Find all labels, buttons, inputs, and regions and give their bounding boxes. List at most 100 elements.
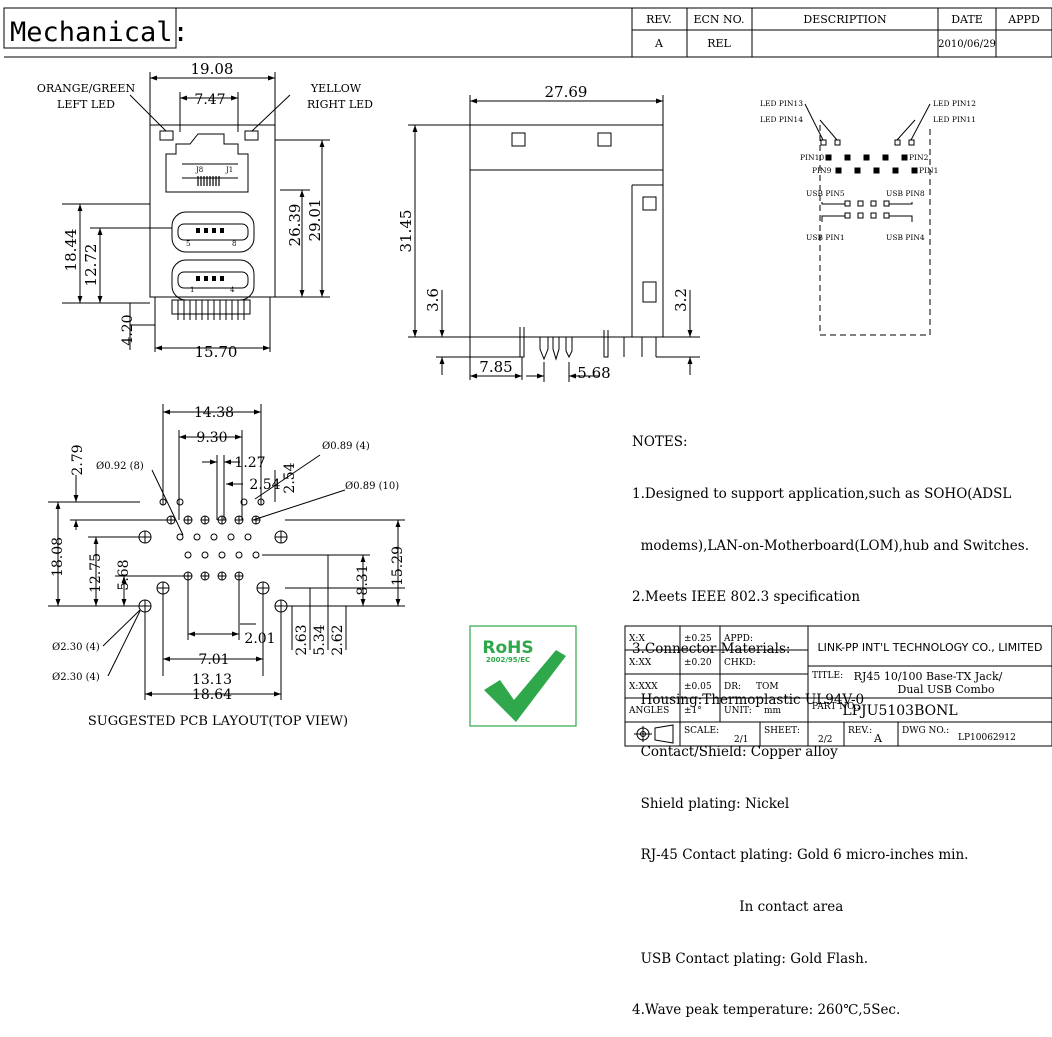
pcb-dim-15-29: 15.29 xyxy=(390,546,406,586)
pin-label-usb5: USB PIN5 xyxy=(806,189,845,198)
pin-diagram xyxy=(804,103,931,336)
pcb-dim-5-34: 5.34 xyxy=(312,624,328,655)
note-line: USB Contact plating: Gold Flash. xyxy=(632,950,869,967)
dim-5-68: 5.68 xyxy=(577,364,610,382)
pcb-dim-9-30: 9.30 xyxy=(196,430,227,446)
pcb-layout xyxy=(48,404,405,700)
pcb-dim-14-38: 14.38 xyxy=(194,405,234,421)
pcb-dim-18-64: 18.64 xyxy=(192,687,232,703)
tol-value-x: ±0.25 xyxy=(684,634,712,644)
pcb-dim-7-01: 7.01 xyxy=(198,652,229,668)
dr-value: TOM xyxy=(756,682,779,692)
company-name: LINK-PP INT'L TECHNOLOGY CO., LIMITED xyxy=(818,641,1043,654)
header: Mechanical: xyxy=(3,7,1052,58)
drawing-sheet: Mechanical: REV. ECN NO. DESCRIPTION DAT… xyxy=(3,7,1052,747)
pcb-dim-2-62: 2.62 xyxy=(330,624,346,655)
pin-label-led13: LED PIN13 xyxy=(760,99,803,108)
pin-label-led12: LED PIN12 xyxy=(933,99,976,108)
pcb-dim-1-27: 1.27 xyxy=(234,455,265,471)
rev-value: A xyxy=(654,37,664,50)
right-led-label-1: YELLOW xyxy=(310,82,362,95)
usb-pin-1: 1 xyxy=(190,286,194,294)
note-line: Contact/Shield: Copper alloy xyxy=(632,744,838,761)
pcb-dim-13-13: 13.13 xyxy=(192,672,232,688)
appd-label: APPD: xyxy=(723,634,753,644)
right-led-label-2: RIGHT LED xyxy=(307,98,373,111)
hole-label-089-4: Ø0.89 (4) xyxy=(322,441,370,452)
dr-label: DR: xyxy=(724,682,741,692)
dwg-label: DWG NO.: xyxy=(902,726,949,736)
tol-value-angles: ±1° xyxy=(684,706,702,716)
note-line: RJ-45 Contact plating: Gold 6 micro-inch… xyxy=(632,847,969,864)
note-line: 4.Wave peak temperature: 260℃,5Sec. xyxy=(632,1002,901,1019)
ecn-header: ECN NO. xyxy=(693,13,744,26)
dim-27-69: 27.69 xyxy=(545,83,588,101)
description-header: DESCRIPTION xyxy=(803,13,887,26)
title-line-1: RJ45 10/100 Base-TX Jack/ xyxy=(854,670,1003,683)
jack-label-j1: J1 xyxy=(225,166,233,174)
dim-4-20: 4.20 xyxy=(120,314,136,345)
dim-26-39: 26.39 xyxy=(286,204,304,247)
notes: NOTES: 1.Designed to support application… xyxy=(632,400,1052,1037)
jack-label-j8: J8 xyxy=(195,166,203,174)
usb-pin-8: 8 xyxy=(232,240,236,248)
note-line: modems),LAN-on-Motherboard(LOM),hub and … xyxy=(632,537,1030,554)
pcb-dim-8-31: 8.31 xyxy=(355,564,371,595)
pcb-dim-2-54a: 2.54 xyxy=(249,477,280,493)
pcb-dim-2-63: 2.63 xyxy=(294,624,310,655)
rev-value-tb: A xyxy=(873,732,883,745)
date-value: 2010/06/29 xyxy=(938,39,996,50)
partno-value: LPJU5103BONL xyxy=(842,703,957,719)
hole-label-092-8: Ø0.92 (8) xyxy=(96,461,144,472)
left-led-label-1: ORANGE/GREEN xyxy=(37,82,136,95)
ecn-value: REL xyxy=(707,37,731,50)
pin-label-led14: LED PIN14 xyxy=(760,115,803,124)
title-block xyxy=(624,625,1052,747)
pin-label-pin2: PIN2 xyxy=(909,153,929,162)
checkmark-icon xyxy=(484,650,566,722)
pcb-dim-2-54b: 2.54 xyxy=(282,462,298,493)
tol-label-x: X:X xyxy=(629,634,645,644)
rohs-logo: RoHS 2002/95/EC xyxy=(469,625,577,727)
hole-label-230-b: Ø2.30 (4) xyxy=(52,672,100,683)
hole-label-089-10: Ø0.89 (10) xyxy=(345,481,399,492)
pcb-caption: SUGGESTED PCB LAYOUT(TOP VIEW) xyxy=(88,714,348,729)
pin-label-pin9: PIN9 xyxy=(812,166,832,175)
scale-value: 2/1 xyxy=(734,735,748,745)
tol-label-xxx: X:XXX xyxy=(629,682,658,692)
date-header: DATE xyxy=(951,13,983,26)
rev-label: REV.: xyxy=(848,726,872,736)
dim-15-70: 15.70 xyxy=(195,343,238,361)
sheet-label: SHEET: xyxy=(764,726,800,736)
scale-label: SCALE: xyxy=(684,726,719,736)
pin-label-pin1: PIN1 xyxy=(919,166,938,175)
left-led-label-2: LEFT LED xyxy=(57,98,115,111)
note-line: 2.Meets IEEE 802.3 specification xyxy=(632,589,861,606)
front-view xyxy=(62,72,330,352)
pin-label-usb8: USB PIN8 xyxy=(886,189,925,198)
tol-value-xxx: ±0.05 xyxy=(684,682,712,692)
note-line: Shield plating: Nickel xyxy=(632,795,790,812)
usb-pin-5: 5 xyxy=(186,240,190,248)
dim-3-6: 3.6 xyxy=(424,288,442,312)
rev-header: REV. xyxy=(646,13,672,26)
title-block-text: X:X X:XX X:XXX ANGLES ±0.25 ±0.20 ±0.05 … xyxy=(628,634,1042,745)
tol-label-xx: X:XX xyxy=(629,658,652,668)
sheet-value: 2/2 xyxy=(818,735,832,745)
unit-label: UNIT: xyxy=(724,706,752,716)
side-view xyxy=(408,95,700,382)
dim-7-47: 7.47 xyxy=(194,92,225,108)
tol-label-angles: ANGLES xyxy=(628,706,669,716)
pcb-dim-5-68: 5.68 xyxy=(116,559,132,590)
rohs-logo-text: RoHS xyxy=(482,638,533,658)
partno-label: PART NO.: xyxy=(812,702,860,712)
dwg-value: LP10062912 xyxy=(958,733,1016,743)
dim-18-44: 18.44 xyxy=(62,229,80,272)
pin-label-pin10: PIN10 xyxy=(800,153,824,162)
note-line: In contact area xyxy=(632,898,844,915)
pcb-dim-12-75: 12.75 xyxy=(88,553,104,593)
appd-header: APPD xyxy=(1007,13,1040,26)
front-view-labels: 19.08 7.47 ORANGE/GREEN LEFT LED YELLOW … xyxy=(37,60,373,361)
pcb-dim-2-79: 2.79 xyxy=(70,444,86,475)
dim-31-45: 31.45 xyxy=(397,210,415,253)
